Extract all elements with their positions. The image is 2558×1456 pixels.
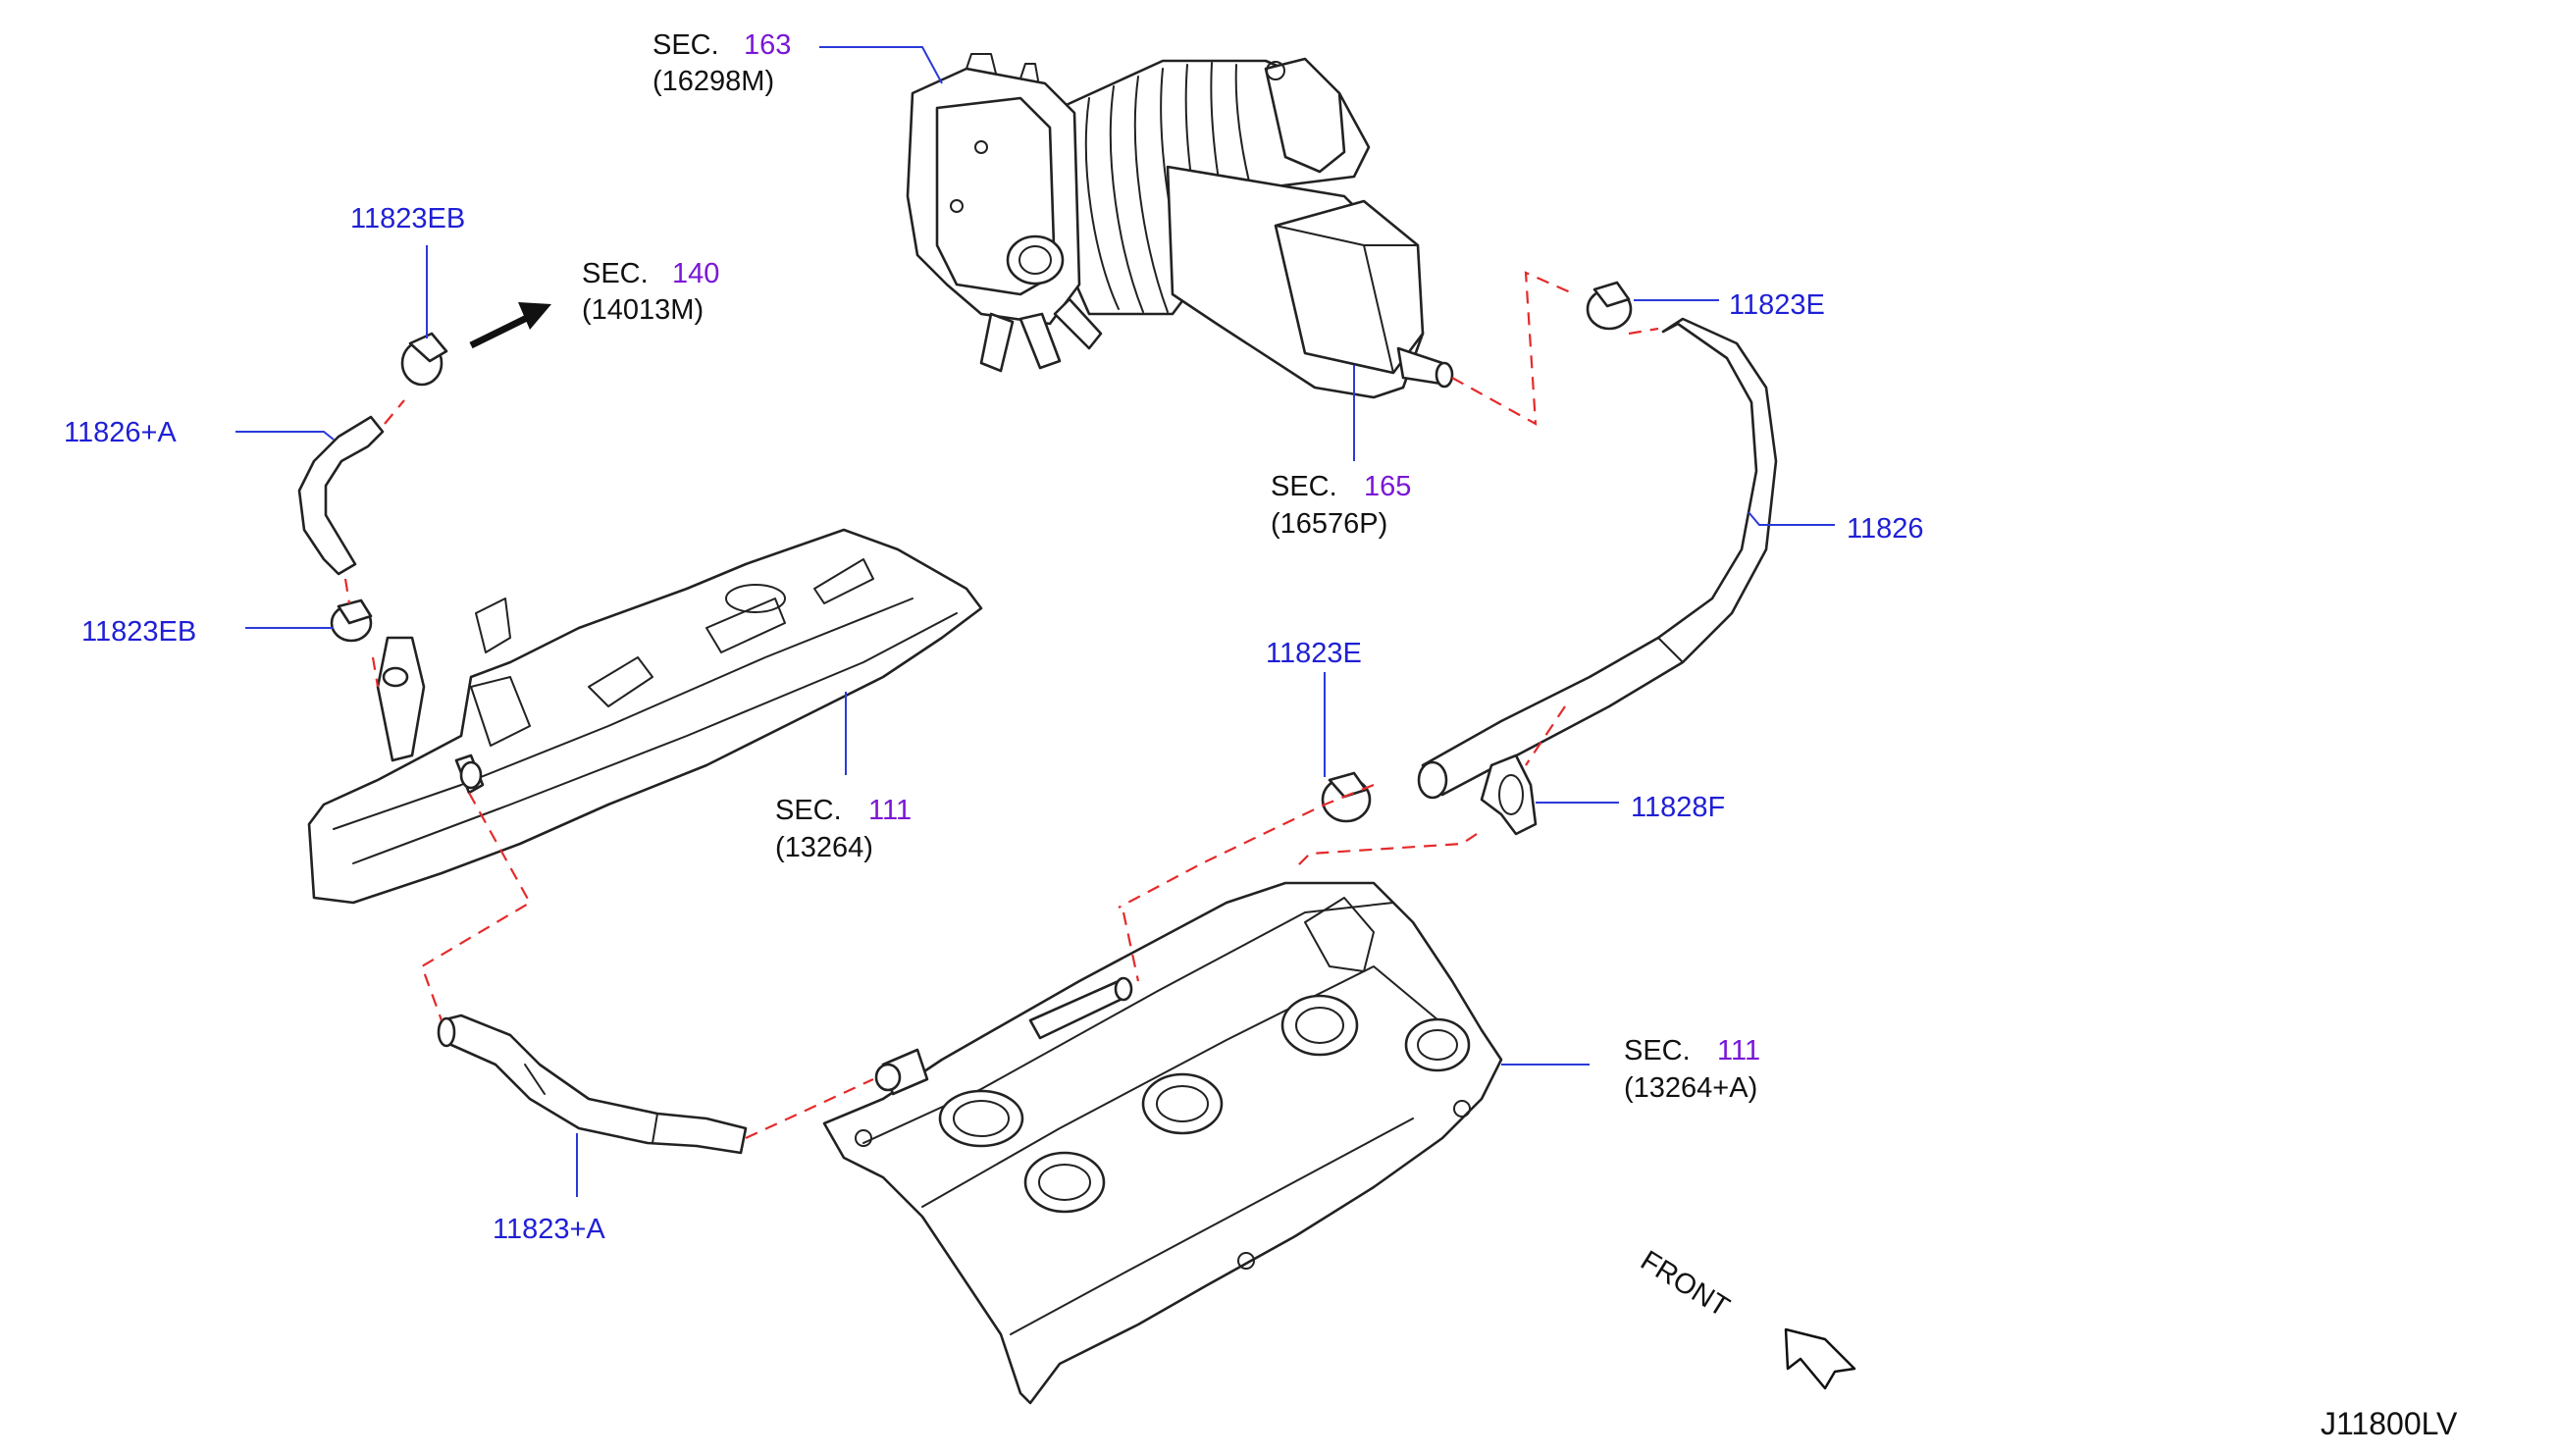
hose-11826-a <box>297 415 385 576</box>
part-11828f[interactable]: 11828F <box>1631 792 1725 823</box>
sec-163-word: SEC. <box>653 29 719 61</box>
sec-111-left-word: SEC. <box>775 795 842 826</box>
clamp-11823e-mid <box>1321 771 1372 823</box>
clip-11828f <box>1480 754 1538 836</box>
sec-140-number: 140 <box>672 258 719 289</box>
sec-140-code: (14013M) <box>582 294 704 326</box>
part-11823e-mid[interactable]: 11823E <box>1266 638 1362 669</box>
front-direction-arrow <box>1784 1327 1856 1390</box>
diagram-id: J11800LV <box>2321 1406 2458 1441</box>
part-11826-a[interactable]: 11826+A <box>64 417 177 448</box>
rocker-cover-right <box>822 881 1503 1405</box>
clamp-11823eb-mid <box>330 598 373 643</box>
clamp-11823e-right <box>1586 281 1633 331</box>
sec-163-code: (16298M) <box>653 66 774 97</box>
clamp-11823eb-top <box>400 332 448 387</box>
part-11823-a[interactable]: 11823+A <box>493 1214 605 1245</box>
sec-165-word: SEC. <box>1271 471 1337 502</box>
part-11823eb-mid[interactable]: 11823EB <box>81 616 196 648</box>
sec-111-right-code: (13264+A) <box>1624 1072 1757 1104</box>
hose-11826 <box>1417 317 1778 800</box>
rocker-cover-left <box>307 528 983 905</box>
sec-140-word: SEC. <box>582 258 649 289</box>
sec-111-right-word: SEC. <box>1624 1035 1691 1066</box>
sec-165-number: 165 <box>1364 471 1411 502</box>
direction-arrow-sec-140 <box>469 302 551 349</box>
sec-165-code: (16576P) <box>1271 508 1387 540</box>
front-label: FRONT <box>1635 1245 1735 1324</box>
part-11823e-right[interactable]: 11823E <box>1729 289 1825 321</box>
leader-lines <box>235 46 1835 1197</box>
phantom-lines <box>343 271 1659 1139</box>
sec-111-left-code: (13264) <box>775 832 873 863</box>
sec-163-number: 163 <box>744 29 791 61</box>
part-11823eb-top[interactable]: 11823EB <box>350 203 465 234</box>
sec-111-right-number: 111 <box>1717 1035 1760 1066</box>
part-11826[interactable]: 11826 <box>1847 513 1924 545</box>
sec-111-left-number: 111 <box>868 795 912 826</box>
hose-11823-a <box>437 1014 748 1155</box>
throttle-body-assembly <box>906 53 1454 399</box>
